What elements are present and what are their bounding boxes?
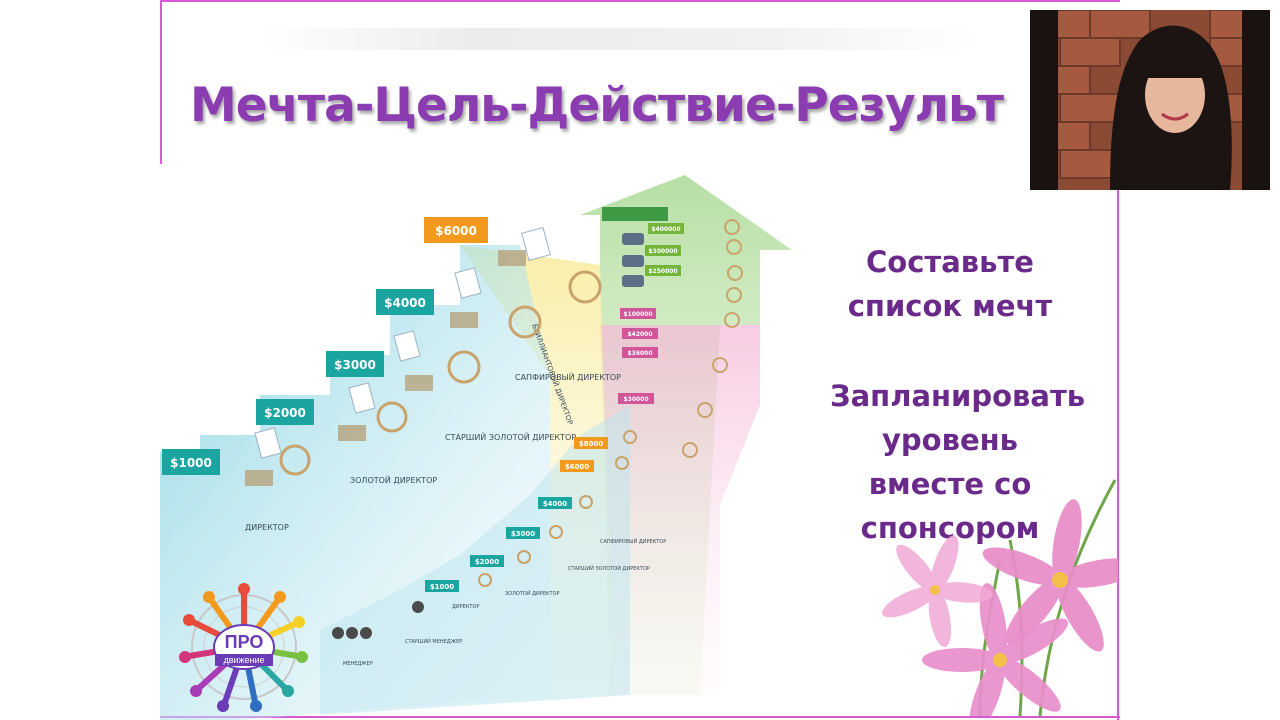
- upper-rings-decoration: [682, 219, 743, 458]
- small-step-price-3: $3000: [511, 530, 535, 538]
- slide-frame-left: [160, 0, 162, 164]
- career-staircase-illustration: $1000 $2000 $3000 $4000 $6000 ДИРЕКТОР З…: [160, 175, 792, 720]
- upper-price-5: $250000: [648, 268, 677, 275]
- plan-level-line-3: вместе со: [868, 467, 1032, 501]
- small-step-price-4: $4000: [543, 500, 567, 508]
- lower-rank-manager: МЕНЕДЖЕР: [343, 661, 373, 667]
- watches-decoration: [332, 601, 424, 639]
- faded-header-decoration: [260, 28, 980, 50]
- plan-level-line-2: уровень: [882, 423, 1018, 457]
- big-step-price-5: $6000: [435, 224, 477, 238]
- upper-price-6: $300000: [648, 248, 677, 255]
- presenter-portrait: [1030, 10, 1270, 190]
- upper-step-tags: $30000 $36000 $42000 $100000 $250000 $30…: [618, 223, 684, 404]
- small-step-rank-3: СТАРШИЙ ЗОЛОТОЙ ДИРЕКТОР: [568, 565, 650, 572]
- car-rewards-decoration: [622, 233, 644, 287]
- big-step-rank-2: ЗОЛОТОЙ ДИРЕКТОР: [350, 474, 437, 485]
- big-step-tag-3: $3000: [326, 351, 384, 377]
- big-step-rank-3: СТАРШИЙ ЗОЛОТОЙ ДИРЕКТОР: [445, 431, 576, 442]
- big-step-price-3: $3000: [334, 358, 376, 372]
- big-step-price-2: $2000: [264, 406, 306, 420]
- big-step-rank-4: САПФИРОВЫЙ ДИРЕКТОР: [515, 371, 621, 382]
- lily-large: [982, 499, 1118, 652]
- small-step-rank-4: САПФИРОВЫЙ ДИРЕКТОР: [600, 538, 666, 545]
- big-step-rank-1: ДИРЕКТОР: [245, 523, 289, 532]
- big-step-tag-4: $4000: [376, 289, 434, 315]
- big-step-tag-1: $1000: [162, 449, 220, 475]
- big-step-price-1: $1000: [170, 456, 212, 470]
- plan-level-line-1: Запланировать: [830, 379, 1086, 413]
- big-step-tag-5: $6000: [424, 217, 488, 243]
- small-step-price-6: $8000: [579, 440, 603, 448]
- dream-list-line-2: список мечт: [847, 289, 1053, 323]
- certificate-papers-decoration: [254, 227, 551, 459]
- slide-title: Мечта-Цель-Действие-Результ: [190, 78, 1004, 133]
- small-reward-items-decoration: [478, 430, 637, 587]
- top-flag-decoration: [602, 207, 668, 221]
- lower-rank-senior-manager: СТАРШИЙ МЕНЕДЖЕР: [405, 638, 462, 645]
- presenter-webcam-video: [1030, 10, 1270, 190]
- lily-left: [882, 535, 993, 648]
- small-step-price-1: $1000: [430, 583, 454, 591]
- upper-price-3: $42000: [627, 331, 652, 338]
- reward-items-decoration: [279, 270, 602, 476]
- pro-dvizhenie-logo: ПРО движение: [179, 583, 308, 712]
- upper-price-1: $30000: [623, 396, 648, 403]
- logo-main-text: ПРО: [225, 632, 264, 652]
- pink-lily-flowers: [882, 479, 1118, 716]
- dream-list-line-1: Составьте: [866, 245, 1034, 279]
- big-step-tag-2: $2000: [256, 399, 314, 425]
- upper-price-7: $400000: [651, 226, 680, 233]
- small-step-tags: $1000 $2000 $3000 $4000 $6000 $8000: [425, 437, 608, 592]
- slide-frame-bottom: [160, 716, 1120, 718]
- small-step-rank-2: ЗОЛОТОЙ ДИРЕКТОР: [505, 590, 560, 597]
- pink-column-shape: [600, 325, 760, 695]
- upper-price-2: $36000: [627, 350, 652, 357]
- dream-list-text: Составьте список мечт: [830, 240, 1070, 328]
- lily-bottom: [922, 583, 1069, 716]
- slide-frame-top: [160, 0, 1120, 2]
- small-step-price-5: $6000: [565, 463, 589, 471]
- small-step-price-2: $2000: [475, 558, 499, 566]
- slide-frame-right: [1117, 190, 1119, 720]
- big-step-price-4: $4000: [384, 296, 426, 310]
- small-step-rank-1: ДИРЕКТОР: [452, 604, 479, 610]
- upper-price-4: $100000: [623, 311, 652, 318]
- money-stacks-decoration: [245, 250, 526, 486]
- logo-sub-text: движение: [223, 655, 264, 665]
